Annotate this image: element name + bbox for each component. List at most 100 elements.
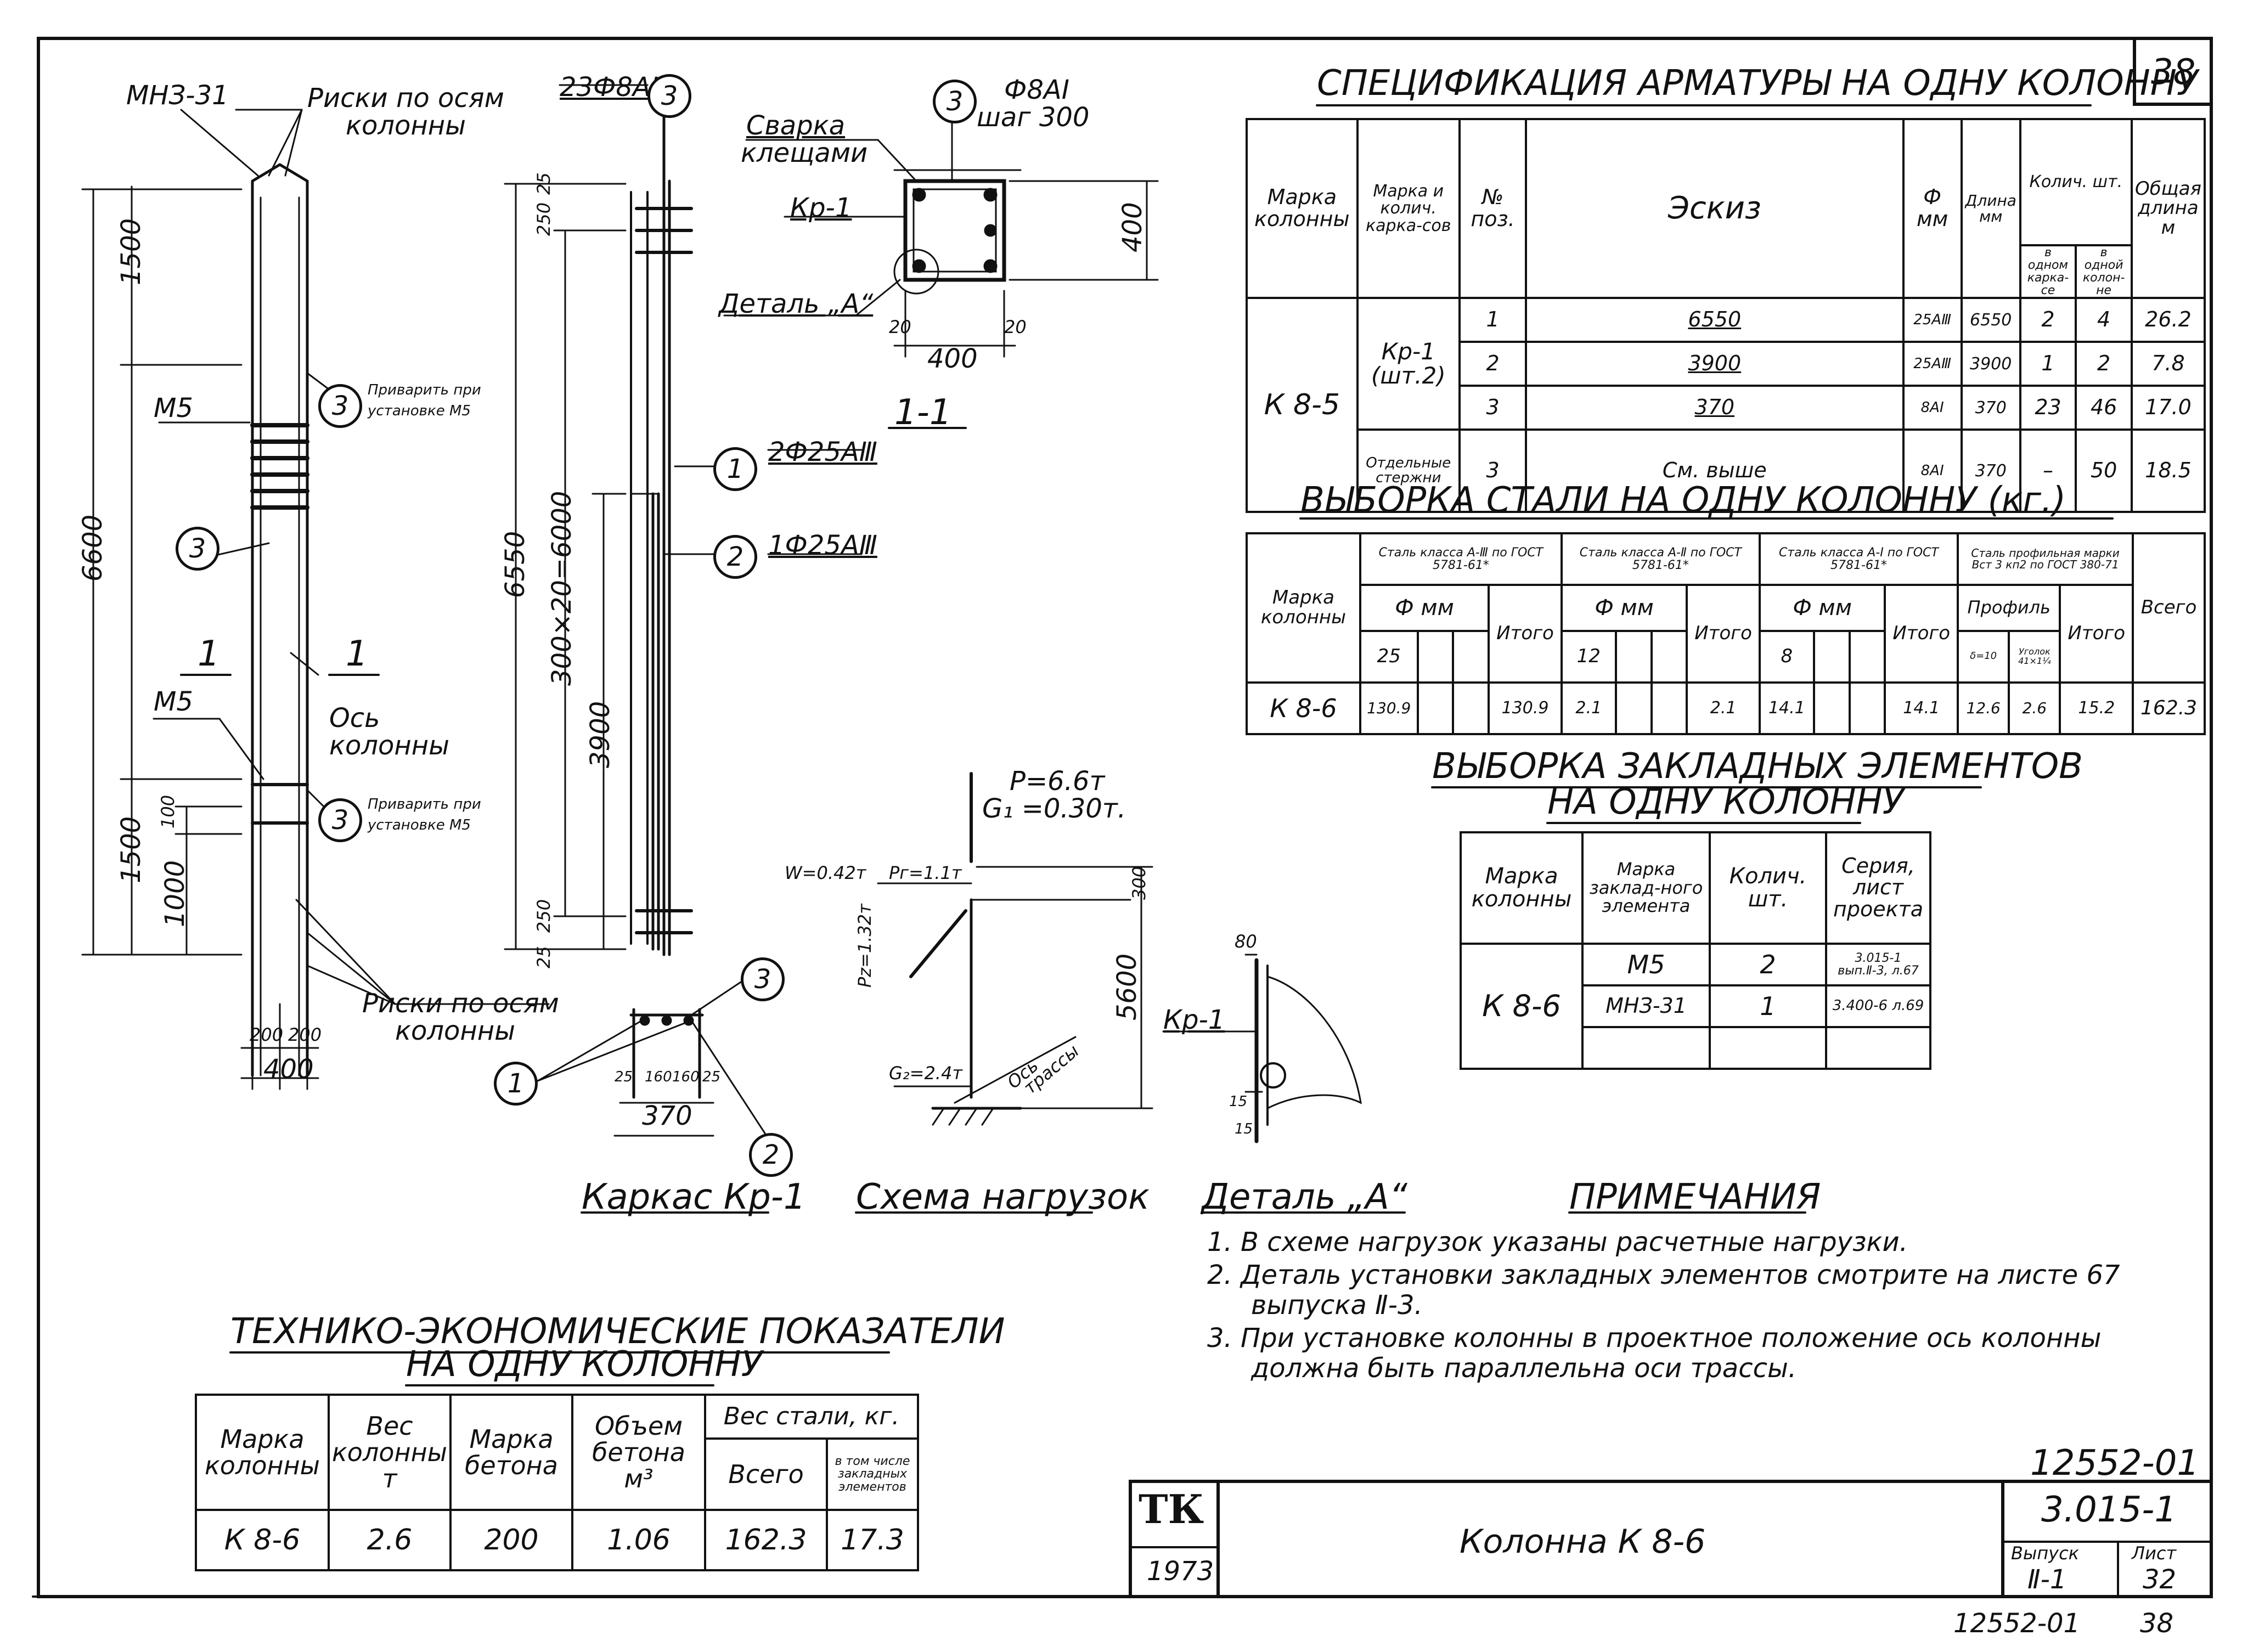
steel-d12: 12 <box>1560 629 1617 684</box>
steel-h-dia1: Ф мм <box>1758 584 1886 632</box>
spec-pos: 3 <box>1458 385 1528 431</box>
section-kr1-label: Кр-1 <box>790 193 852 223</box>
spec-total: 18.5 <box>2130 428 2206 514</box>
steel-table: Марка колонны Сталь класса А-Ⅲ по ГОСТ 5… <box>1246 532 2206 736</box>
spec-h-frame: Марка и колич. карка-сов <box>1356 117 1461 300</box>
spec-total: 26.2 <box>2130 297 2206 343</box>
steel-h-itogo1: Итого <box>1884 584 1959 684</box>
emb-ref: 3.015-1 вып.Ⅱ-3, л.67 <box>1825 942 1931 986</box>
tech-steel-incl: 17.3 <box>826 1509 919 1571</box>
tech-weight: 2.6 <box>328 1509 452 1571</box>
load-dim-300: 300 <box>1129 866 1150 900</box>
dim-300x20: 300×20=6000 <box>547 490 577 686</box>
sheet-number-box <box>2133 37 2213 106</box>
spec-sketch: 3900 <box>1525 341 1905 387</box>
steel-h-profile-label: Профиль <box>1957 584 2061 632</box>
emb-qty: 2 <box>1709 942 1827 986</box>
embedded-table: Марка колонны Марка заклад-ного элемента… <box>1460 831 1931 1070</box>
detail-kr1-label: Кр-1 <box>1163 1005 1225 1035</box>
kr1-dim-370: 370 <box>642 1101 692 1131</box>
steel-profile-2: Уголок 41×1¼ <box>2008 629 2061 684</box>
load-scheme <box>855 772 1153 1214</box>
spec-h-qty-column: в одной колон-не <box>2075 244 2133 300</box>
spec-dia: 25АⅢ <box>1902 297 1963 343</box>
spec-sketch: См. выше <box>1525 428 1905 514</box>
section-detail-label: Деталь „А“ <box>719 289 874 319</box>
dim-25-bottom: 25 <box>533 946 554 968</box>
weld-bottom-label-1: Приварить при <box>368 796 481 813</box>
mnz-label: МНЗ-31 <box>126 80 229 111</box>
kr1-pos-1-marker: 1 <box>494 1062 538 1106</box>
spec-h-dia: Ф мм <box>1902 117 1963 300</box>
tk-logo: ТК <box>1139 1486 1204 1532</box>
embedded-title-2: НА ОДНУ КОЛОННУ <box>1547 782 1904 822</box>
tech-h-concrete: Марка бетона <box>449 1394 573 1511</box>
section-title: 1-1 <box>894 392 952 433</box>
emb-ref: 3.400-6 л.69 <box>1825 984 1931 1028</box>
tech-mark: К 8-6 <box>195 1509 330 1571</box>
section-mark-right: 1 <box>346 634 368 674</box>
detail-dim-15-a: 15 <box>1229 1093 1248 1110</box>
spec-q1: 2 <box>2019 297 2077 343</box>
section-pos-3-marker: 3 <box>933 80 977 123</box>
dim-200-right: 200 <box>288 1024 322 1045</box>
frame-pos-3-marker: 3 <box>647 74 691 118</box>
steel-empty-cell <box>1812 681 1851 736</box>
stamp-issue: Ⅱ-1 <box>2027 1564 2067 1595</box>
emb-empty-cell <box>1581 1025 1711 1070</box>
spec-len: 370 <box>1960 428 2021 514</box>
dim-1500-top: 1500 <box>116 218 147 285</box>
stamp-code-top: 12552-01 <box>2030 1443 2200 1484</box>
spec-q1: 1 <box>2019 341 2077 387</box>
spec-h-total: Общая длина м <box>2130 117 2206 300</box>
dim-100: 100 <box>157 794 178 828</box>
spec-total: 7.8 <box>2130 341 2206 387</box>
spec-pos: 3 <box>1458 428 1528 514</box>
steel-v12: 2.1 <box>1560 681 1617 736</box>
spec-q2: 4 <box>2075 297 2133 343</box>
tech-volume: 1.06 <box>571 1509 706 1571</box>
risks-top-label: Риски по осям <box>307 83 504 114</box>
steel-vp2: 2.6 <box>2008 681 2061 736</box>
section-mark-left: 1 <box>198 634 220 674</box>
spec-dia: 25АⅢ <box>1902 341 1963 387</box>
note-3: 3. При установке колонны в проектное пол… <box>1207 1323 2102 1354</box>
spec-pos: 2 <box>1458 341 1528 387</box>
spec-frame-mark: Кр-1 (шт.2) <box>1356 297 1461 431</box>
detail-dim-80: 80 <box>1235 931 1257 952</box>
spec-len: 370 <box>1960 385 2021 431</box>
spec-title: СПЕЦИФИКАЦИЯ АРМАТУРЫ НА ОДНУ КОЛОННУ <box>1317 63 2198 104</box>
emb-h-ref: Серия, лист проекта <box>1825 831 1931 945</box>
steel-h-itogo2: Итого <box>1686 584 1761 684</box>
tech-title-2: НА ОДНУ КОЛОННУ <box>406 1344 763 1385</box>
section-dim-400-h: 400 <box>927 343 978 374</box>
steel-itogo3: 130.9 <box>1488 681 1563 736</box>
steel-row-mark: К 8-6 <box>1246 681 1361 736</box>
section-1-1 <box>723 84 1159 429</box>
load-dim-5600: 5600 <box>1112 953 1142 1020</box>
steel-itogo1: 14.1 <box>1884 681 1959 736</box>
tech-h-weight: Вес колонны т <box>328 1394 452 1511</box>
dim-400-bottom: 400 <box>263 1054 314 1085</box>
tech-h-incl: в том числе закладных элементов <box>826 1437 919 1511</box>
spec-sketch: 6550 <box>1525 297 1905 343</box>
kr1-dim-25-left: 25 <box>615 1069 633 1085</box>
spec-sketch: 370 <box>1525 385 1905 431</box>
dim-1500-bottom: 1500 <box>116 816 147 883</box>
axis-label-2: колонны <box>329 730 450 761</box>
kr1-pos-3-marker: 3 <box>741 957 785 1001</box>
weld-top-label-1: Приварить при <box>368 382 481 398</box>
note-1: 1. В схеме нагрузок указаны расчетные на… <box>1207 1227 1908 1258</box>
detail-a <box>1162 954 1406 1214</box>
stirrup-dia-label: Ф8АⅠ <box>1004 75 1069 105</box>
detail-a-title: Деталь „А“ <box>1202 1177 1407 1217</box>
steel-itogo2: 2.1 <box>1686 681 1761 736</box>
steel-h-profile: Сталь профильная марки Вст 3 кп2 по ГОСТ… <box>1957 532 2134 587</box>
steel-h-class2: Сталь класса А-Ⅱ по ГОСТ 5781-61* <box>1560 532 1761 587</box>
pos-1-bar-label: 2Ф25АⅢ <box>768 437 877 467</box>
dim-3900: 3900 <box>585 701 616 768</box>
steel-empty-cell <box>1416 629 1455 684</box>
title-block <box>32 1480 2213 1598</box>
steel-d25: 25 <box>1359 629 1419 684</box>
